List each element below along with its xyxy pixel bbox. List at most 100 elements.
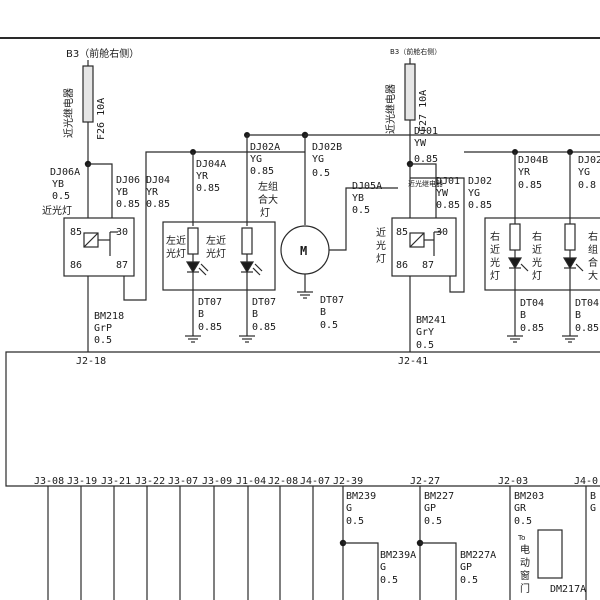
svg-text:86: 86 xyxy=(396,260,408,271)
svg-text:DJ02: DJ02 xyxy=(578,155,600,166)
svg-text:YW: YW xyxy=(436,188,449,199)
svg-text:0.5: 0.5 xyxy=(94,335,112,346)
conn-yg-edge: DJ02 YG 0.8 xyxy=(578,155,600,191)
svg-text:DJ06A: DJ06A xyxy=(50,167,80,178)
svg-text:30: 30 xyxy=(116,227,128,238)
svg-text:0.5: 0.5 xyxy=(52,191,70,202)
label-low-beam-left: 近光灯 xyxy=(42,204,72,217)
svg-text:光: 光 xyxy=(376,239,386,252)
svg-text:YB: YB xyxy=(116,187,128,198)
conn-dj05a: DJ05A YB 0.5 xyxy=(352,181,382,216)
bcm-outline xyxy=(5,351,600,487)
svg-text:灯: 灯 xyxy=(376,253,386,265)
svg-text:B: B xyxy=(320,307,326,318)
edge-label-g: G xyxy=(590,503,596,514)
svg-text:YR: YR xyxy=(196,171,209,182)
fuse-f26-body xyxy=(82,65,94,123)
ground-symbol xyxy=(507,312,523,343)
svg-text:YG: YG xyxy=(578,167,590,178)
svg-text:YR: YR xyxy=(146,187,159,198)
svg-text:DJ04A: DJ04A xyxy=(196,159,226,170)
svg-text:0.85: 0.85 xyxy=(414,154,438,165)
svg-text:右: 右 xyxy=(490,230,500,243)
label-left-combo-headlamp-2: 合大 xyxy=(258,193,278,206)
svg-text:BM241: BM241 xyxy=(416,315,446,326)
svg-text:左近: 左近 xyxy=(166,234,186,247)
svg-text:85: 85 xyxy=(70,227,82,238)
svg-text:灯: 灯 xyxy=(532,270,542,282)
label-relay-small: 近光继电器 xyxy=(408,179,443,188)
svg-text:GR: GR xyxy=(514,503,527,514)
svg-text:BM239A: BM239A xyxy=(380,550,416,561)
fuse-f27-relay-name: 近光继电器 xyxy=(384,84,397,134)
conn-dt07-a: DT07 B 0.85 xyxy=(198,297,222,333)
conn-dj02b: DJ02B YG 0.5 xyxy=(312,142,342,179)
left-lamp-panel xyxy=(162,221,276,291)
svg-text:左近: 左近 xyxy=(206,234,226,247)
conn-dt04-b: DT04 B 0.85 xyxy=(575,298,599,334)
svg-text:DJ02A: DJ02A xyxy=(250,142,280,153)
svg-text:DJ05A: DJ05A xyxy=(352,181,382,192)
svg-text:DT04: DT04 xyxy=(520,298,544,309)
svg-text:BM227A: BM227A xyxy=(460,550,496,561)
svg-text:动: 动 xyxy=(520,557,530,569)
bus-pin-labels: J3-08 J3-19 J3-21 J3-22 J3-07 J3-09 J1-0… xyxy=(34,476,598,487)
svg-text:灯: 灯 xyxy=(490,270,500,282)
relay-right: 85 30 86 87 xyxy=(391,217,457,277)
svg-text:DT07: DT07 xyxy=(320,295,344,306)
conn-dj02-right: DJ02 YG 0.85 xyxy=(468,176,492,211)
svg-text:0.5: 0.5 xyxy=(352,205,370,216)
svg-text:YG: YG xyxy=(250,154,262,165)
svg-text:0.85: 0.85 xyxy=(520,323,544,334)
svg-text:0.5: 0.5 xyxy=(320,320,338,331)
svg-text:0.5: 0.5 xyxy=(346,516,364,527)
svg-text:0.5: 0.5 xyxy=(514,516,532,527)
svg-text:右: 右 xyxy=(532,230,542,243)
svg-text:YG: YG xyxy=(468,188,480,199)
conn-bm203: BM203 GR 0.5 xyxy=(514,491,544,527)
conn-dt04-a: DT04 B 0.85 xyxy=(520,298,544,334)
svg-text:B: B xyxy=(520,310,526,321)
pin-j2-18: J2-18 xyxy=(76,356,106,367)
conn-dj06a: DJ06A YB 0.5 xyxy=(50,167,80,202)
svg-text:J4-07: J4-07 xyxy=(300,476,330,487)
conn-dt07-b: DT07 B 0.85 xyxy=(252,297,276,333)
ground-symbol xyxy=(185,312,201,343)
svg-text:DJ01: DJ01 xyxy=(414,126,438,137)
svg-text:BM218: BM218 xyxy=(94,311,124,322)
fuse-f27-rating: F27 10A xyxy=(418,90,429,132)
svg-text:GrP: GrP xyxy=(94,323,112,334)
relay-left: 85 30 86 87 xyxy=(63,217,135,277)
fuse-f26: B3（前舱右侧） xyxy=(66,47,139,164)
conn-dj01: DJ01 YW 0.85 xyxy=(414,126,438,165)
svg-text:YW: YW xyxy=(414,138,427,149)
svg-text:BM227: BM227 xyxy=(424,491,454,502)
svg-text:DJ04B: DJ04B xyxy=(518,155,548,166)
svg-text:YB: YB xyxy=(52,179,64,190)
svg-text:J3-21: J3-21 xyxy=(101,476,131,487)
conn-bm227a: BM227A GP 0.5 xyxy=(460,550,496,586)
svg-text:J3-19: J3-19 xyxy=(67,476,97,487)
ground-symbol xyxy=(239,312,255,343)
conn-dj04b: DJ04B YR 0.85 xyxy=(518,155,548,191)
bus-pin-wires xyxy=(47,486,587,600)
svg-text:组: 组 xyxy=(588,243,598,256)
svg-text:J3-09: J3-09 xyxy=(202,476,232,487)
svg-text:87: 87 xyxy=(422,260,434,271)
svg-text:GrY: GrY xyxy=(416,327,434,338)
svg-text:右: 右 xyxy=(588,230,598,243)
svg-text:BM239: BM239 xyxy=(346,491,376,502)
conn-dm217a: DM217A xyxy=(550,584,586,595)
svg-text:J4-0: J4-0 xyxy=(574,476,598,487)
svg-text:85: 85 xyxy=(396,227,408,238)
svg-text:近: 近 xyxy=(490,243,500,256)
conn-dj02a: DJ02A YG 0.85 xyxy=(250,142,280,177)
svg-text:DJ02B: DJ02B xyxy=(312,142,342,153)
svg-text:To: To xyxy=(517,534,525,542)
svg-text:B: B xyxy=(252,309,258,320)
svg-text:YR: YR xyxy=(518,167,531,178)
svg-text:门: 门 xyxy=(520,582,530,595)
svg-text:光灯: 光灯 xyxy=(206,247,226,260)
svg-text:DT04: DT04 xyxy=(575,298,599,309)
svg-text:J2-39: J2-39 xyxy=(333,476,363,487)
